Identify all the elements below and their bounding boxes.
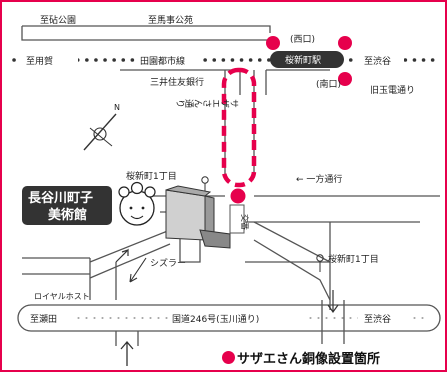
south-exit-label: (南口) — [316, 78, 341, 90]
svg-text:N: N — [114, 103, 120, 112]
statue-marker-icon — [266, 36, 280, 50]
up-arrow-left — [115, 248, 129, 263]
station-pill — [270, 51, 344, 68]
rail-line-name-bg — [138, 53, 202, 67]
sazaesan-street-highlight — [221, 67, 257, 188]
diag-arrow — [129, 257, 147, 283]
museum-label-line2: 美術館 — [48, 207, 87, 223]
lower-left-roads — [22, 257, 117, 300]
legend: サザエさん銅像設置箇所 — [222, 347, 442, 367]
statue-marker-icon — [222, 350, 235, 364]
station-name: 桜新町駅 — [285, 54, 321, 66]
to-seta-label: 至瀬田 — [30, 313, 57, 325]
museum-label-box — [22, 186, 112, 225]
rail-to-right: 至渋谷 — [364, 55, 391, 67]
crossing-right — [321, 300, 345, 344]
old-tamaden-label: 旧玉電通り — [370, 85, 415, 96]
sakurashinmachi-1-label: 桜新町1丁目 — [126, 170, 177, 182]
bajikouen-label: 至馬事公苑 — [148, 14, 193, 26]
kinuta-park-label: 至砧公園 — [40, 14, 76, 26]
one-way-label: ← 一方通行 — [296, 173, 342, 185]
bus-stop-icon — [316, 254, 324, 272]
royal-host-label: ロイヤルホスト — [34, 292, 90, 301]
koban-box — [229, 204, 245, 234]
route246-label-bg — [168, 312, 306, 325]
rail-label-bg-right — [358, 53, 404, 67]
statue-marker-icon — [230, 188, 246, 204]
compass-icon: N — [83, 103, 120, 151]
legend-text: サザエさん銅像設置箇所 — [237, 351, 381, 367]
mitsui-bank-label: 三井住友銀行 — [150, 76, 204, 88]
statue-marker-icon — [338, 72, 352, 86]
to-shibuya-bottom-label: 至渋谷 — [364, 313, 391, 325]
sazaesan-character-icon — [118, 181, 156, 226]
rail-line-name: 田園都市線 — [140, 55, 185, 67]
sizzler-label: シズラー — [150, 257, 186, 269]
route246-road — [17, 304, 441, 332]
crossing-left — [115, 331, 139, 346]
route246-label: 国道246号(玉川通り) — [172, 313, 259, 325]
statue-marker-icon — [338, 36, 352, 50]
museum-building — [165, 185, 231, 249]
down-arrow-right — [327, 290, 339, 314]
museum-label-line1: 長谷川町子 — [28, 190, 93, 206]
rail-to-left: 至用賀 — [26, 55, 53, 67]
upper-road — [21, 25, 271, 41]
rail-label-bg — [18, 53, 78, 67]
route246-label-bg-left — [24, 312, 76, 325]
sazaesan-street-label: サザエさん通り — [176, 97, 239, 108]
up-arrow-bottom — [120, 341, 134, 366]
sakurashinmachi-1-lower-label: 桜新町1丁目 — [328, 253, 379, 265]
route246-label-bg-right — [358, 312, 408, 325]
west-exit-label: (西口) — [290, 34, 315, 45]
